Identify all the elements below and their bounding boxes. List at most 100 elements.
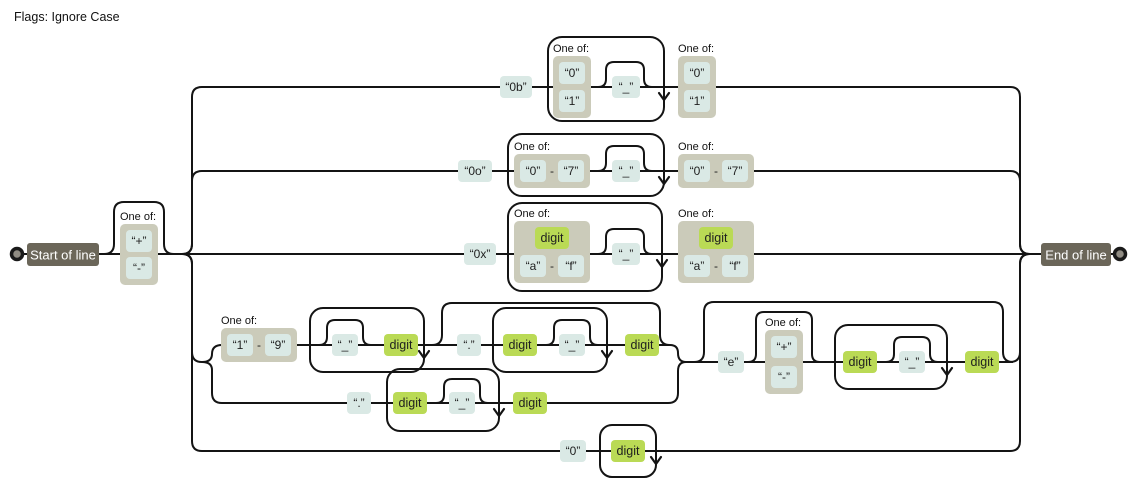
literal-box-underscore — [612, 243, 640, 265]
digit-escape: digit — [849, 355, 872, 369]
literal-a: “a” — [526, 259, 541, 273]
range-dash: - — [714, 259, 718, 273]
literal-box-0 — [559, 62, 585, 84]
digit-escape-box — [699, 227, 733, 249]
skip-sign-start — [103, 201, 175, 255]
skip-underscore-hex — [597, 228, 653, 255]
end-terminal-dot — [1112, 246, 1128, 262]
loop-arrow-octal — [657, 175, 671, 186]
skip-fraction — [431, 302, 671, 346]
literal-box-0x — [464, 243, 496, 265]
literal-box-a — [684, 255, 710, 277]
connectors — [22, 61, 1115, 452]
skip-exponent-sign — [747, 311, 821, 363]
literal-f: “f” — [729, 259, 740, 273]
literal-dot: “.” — [463, 338, 474, 352]
loop-binary-digits — [547, 36, 665, 122]
row-zero: “0” digit — [560, 440, 645, 462]
literal-box-plus — [771, 336, 797, 358]
digit-escape: digit — [541, 231, 564, 245]
digit-escape: digit — [399, 396, 422, 410]
loop-exponent-digits — [834, 324, 948, 390]
digit-escape: digit — [971, 355, 994, 369]
literal-1: “1” — [233, 338, 248, 352]
literal-9: “9” — [271, 338, 286, 352]
digit-escape-box — [535, 227, 569, 249]
literal-box-7 — [722, 160, 748, 182]
row-decimal-line — [222, 344, 687, 363]
literal-0: “0” — [565, 66, 580, 80]
literal-plus: “+” — [132, 234, 147, 248]
digit-escape: digit — [519, 396, 542, 410]
digit-escape-box — [384, 334, 418, 356]
literal-underscore: “_” — [455, 396, 470, 410]
literal-0b: “0b” — [505, 80, 526, 94]
digit-escape-box — [965, 351, 999, 373]
range-dash: - — [257, 338, 261, 352]
digit-escape-box — [513, 392, 547, 414]
literal-box-minus — [126, 257, 152, 279]
one-of-label: One of: — [221, 315, 257, 327]
branch-decimal-upper-entry — [201, 344, 223, 363]
row-dotfraction-line — [222, 361, 687, 404]
branch-decimal-lower-entry — [201, 361, 223, 404]
literal-minus: “-” — [133, 261, 145, 275]
literal-box-f — [558, 255, 584, 277]
literal-box-underscore — [899, 351, 925, 373]
literal-box-0o — [458, 160, 492, 182]
loop-hex-digits — [507, 202, 663, 292]
branch-zero — [181, 253, 203, 452]
loop-dotfraction-digits — [386, 368, 500, 432]
literal-box-0 — [560, 440, 586, 462]
digit-escape-box — [843, 351, 877, 373]
end-anchor-label: End of line — [1045, 248, 1106, 263]
start-anchor-box — [27, 243, 99, 266]
loop-arrow-zero — [649, 455, 663, 466]
literal-underscore: “_” — [338, 338, 353, 352]
row-octal: “0o” One of: “0” - “7” “_” One of: “0” -… — [458, 141, 754, 188]
loop-arrow-hex — [655, 258, 669, 269]
loop-fraction-digits — [492, 307, 608, 373]
exponent-part: “e” One of: “+” “-” digit “_” digit — [718, 317, 999, 394]
literal-underscore: “_” — [565, 338, 580, 352]
digit-escape: digit — [390, 338, 413, 352]
loop-outlines — [309, 36, 954, 478]
loop-arrow-integer — [417, 349, 431, 360]
literal-box-f — [722, 255, 748, 277]
literal-dot: “.” — [353, 396, 364, 410]
digit-escape: digit — [509, 338, 532, 352]
digit-escape-box — [625, 334, 659, 356]
charset-sign-start: One of: “+” “-” — [120, 211, 158, 285]
row-dotfraction: “.” digit “_” digit — [347, 392, 547, 414]
literal-7: “7” — [564, 164, 579, 178]
one-of-label: One of: — [678, 208, 714, 220]
end-anchor-box — [1041, 243, 1111, 266]
literal-0: “0” — [566, 444, 581, 458]
literal-box-dot — [347, 392, 371, 414]
skip-exponent — [693, 301, 1014, 363]
literal-box-1 — [559, 90, 585, 112]
row-octal-line — [202, 170, 1031, 255]
loop-integer-digits — [309, 307, 425, 373]
skip-underscore-octal — [597, 145, 653, 172]
literal-box-underscore — [612, 160, 640, 182]
loop-octal-digits — [507, 133, 665, 197]
start-anchor-label: Start of line — [30, 248, 96, 263]
flags-label: Flags: Ignore Case — [14, 10, 120, 24]
loop-arrow-dotfraction — [492, 407, 506, 418]
literal-a: “a” — [690, 259, 705, 273]
row-binary: “0b” One of: “0” “1” “_” One of: “0” “1” — [500, 43, 716, 118]
range-dash: - — [550, 164, 554, 178]
start-terminal-dot — [9, 246, 25, 262]
literal-underscore: “_” — [619, 247, 634, 261]
loop-arrow-fraction — [600, 349, 614, 360]
literal-box-plus — [126, 230, 152, 252]
digit-escape: digit — [617, 444, 640, 458]
literal-box-0 — [520, 160, 546, 182]
literal-box-underscore — [332, 334, 358, 356]
one-of-label: One of: — [678, 43, 714, 55]
literal-box-0 — [684, 62, 710, 84]
loop-arrow-binary — [657, 91, 671, 102]
